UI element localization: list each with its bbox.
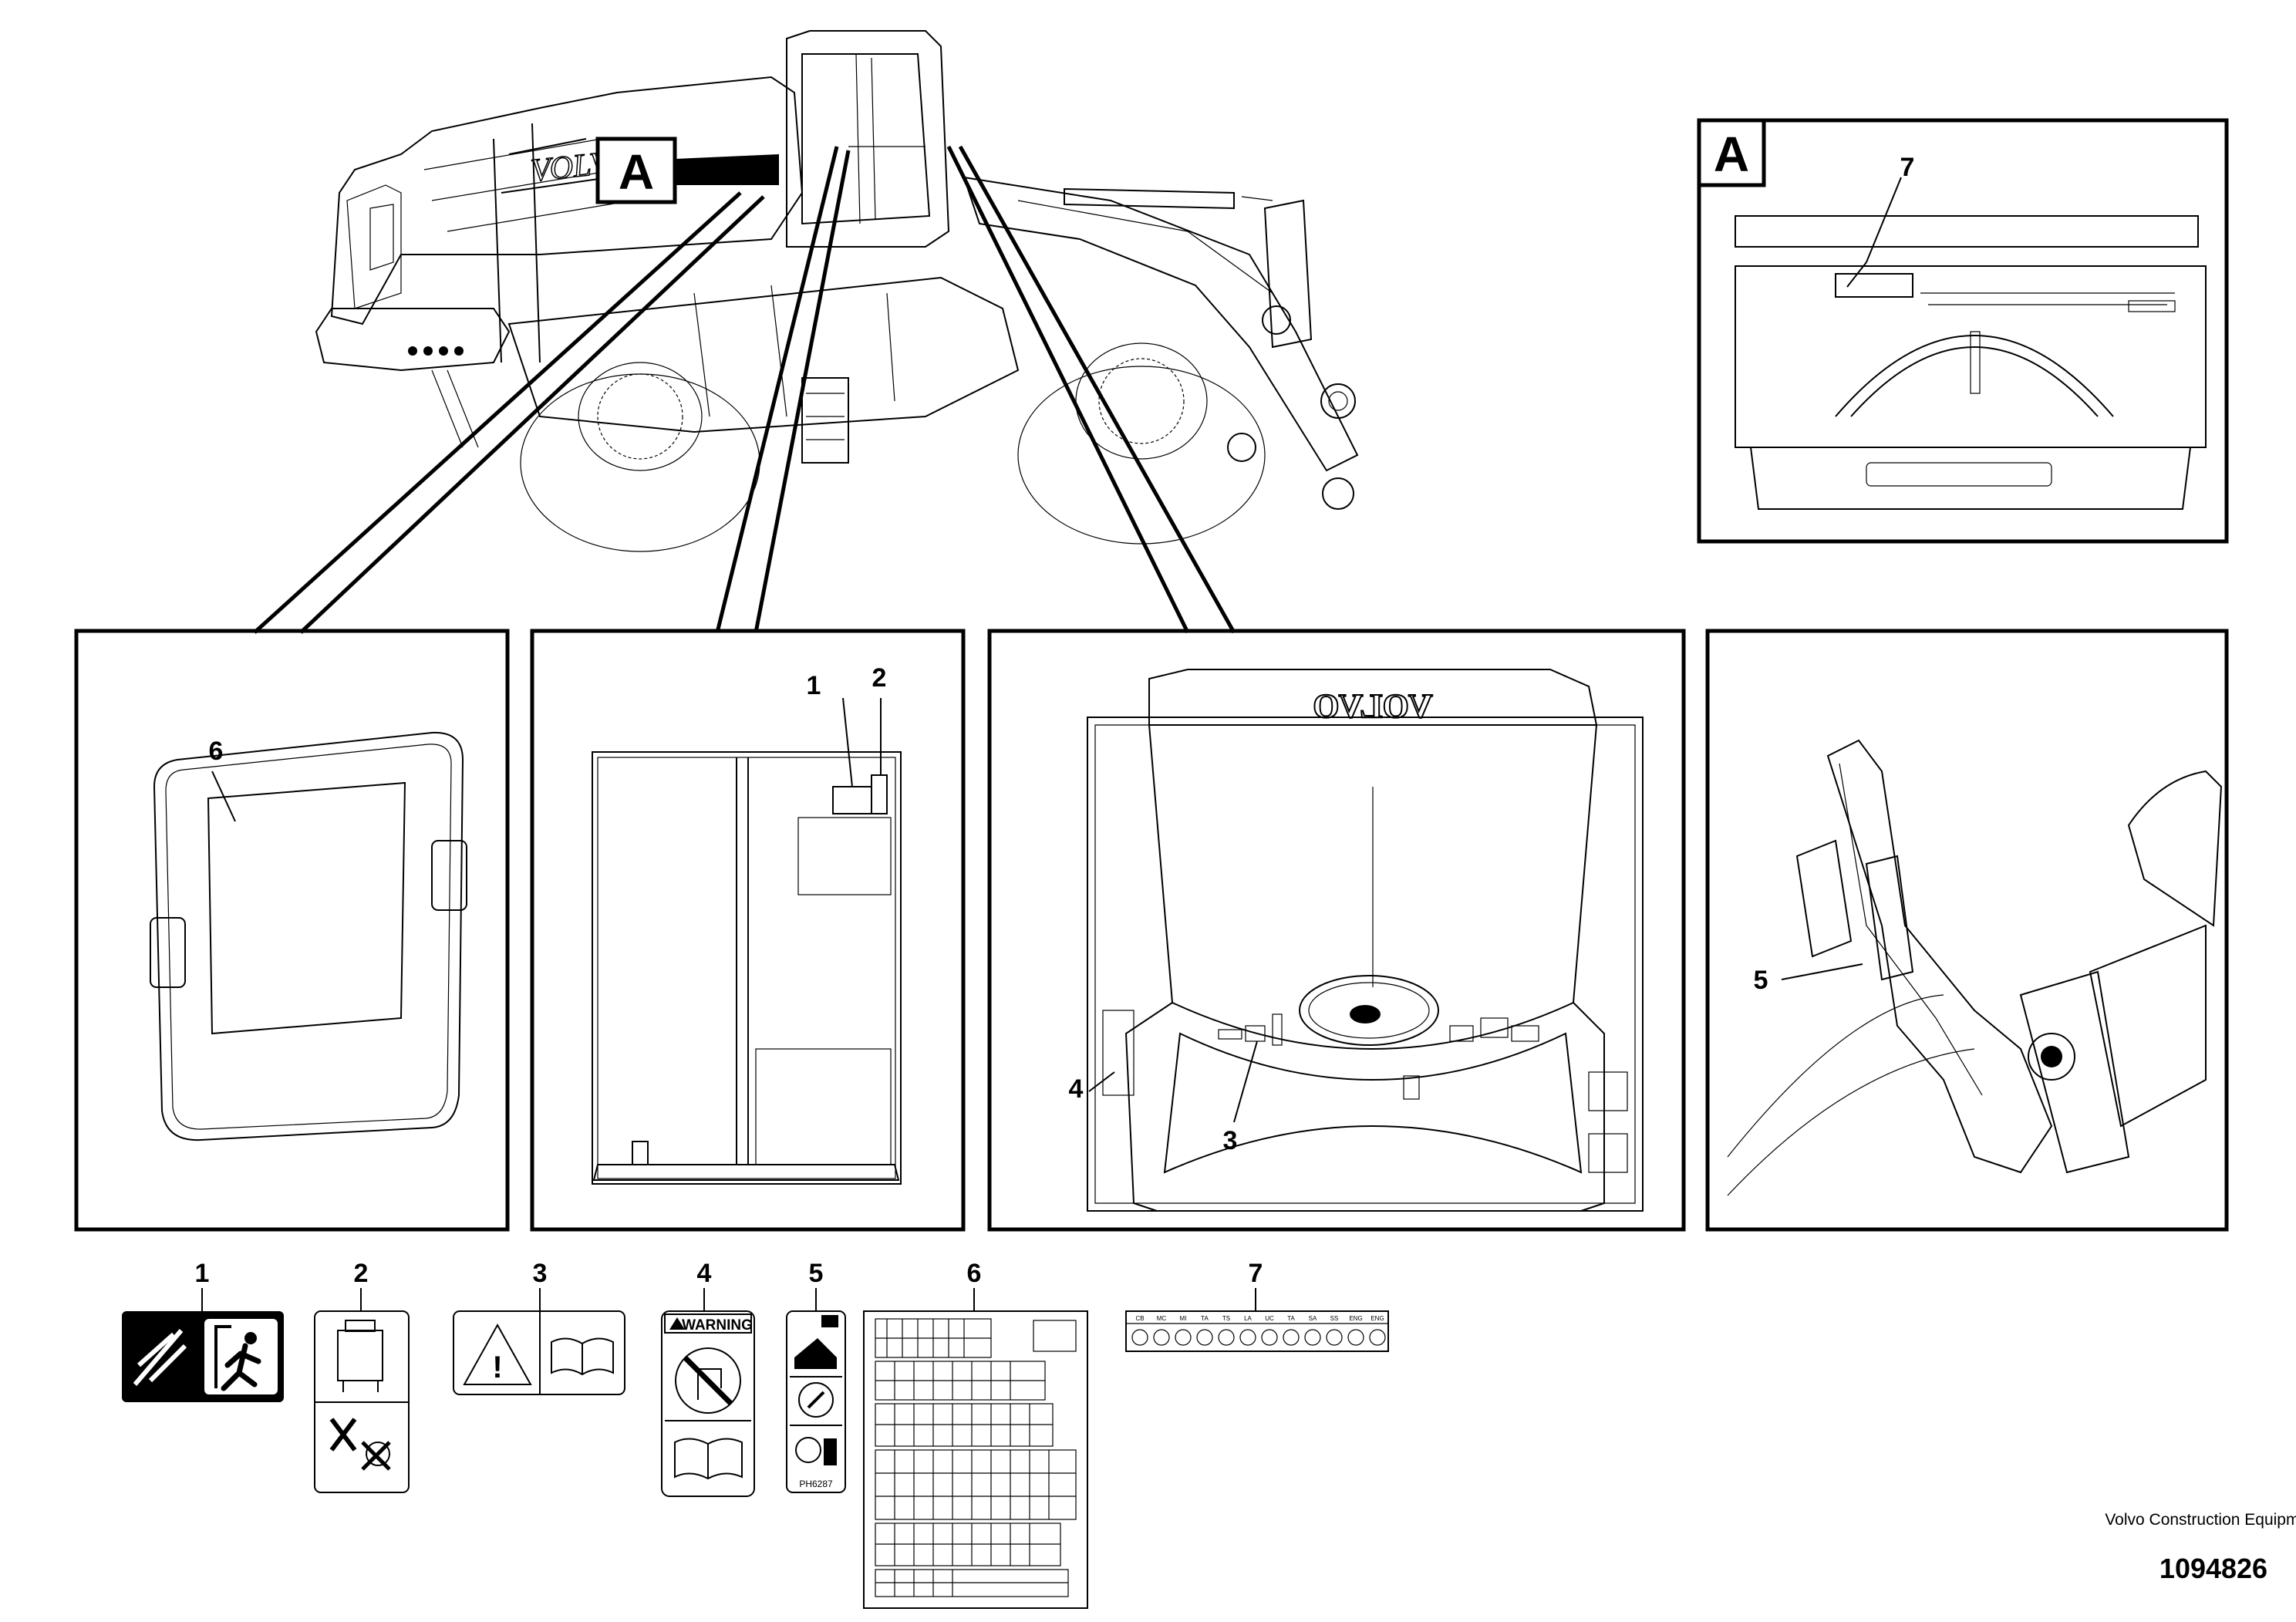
detail-a-letter: A	[1714, 126, 1749, 182]
decal-1-emergency-exit	[122, 1311, 284, 1402]
decal-list: 1 2 3 4 5 6 7	[122, 1259, 1389, 1609]
decal-6-instruction-chart	[863, 1310, 1088, 1609]
svg-text:CB: CB	[1135, 1315, 1144, 1322]
decal-label-3: 3	[533, 1259, 548, 1288]
panel-cab-interior: 1 2	[530, 629, 966, 1232]
dashboard-brand: VOLVO	[1313, 687, 1433, 725]
view-marker-a: A	[595, 137, 779, 204]
svg-text:ENG: ENG	[1349, 1315, 1362, 1322]
detail-leader-lines	[253, 145, 1236, 634]
decal-3-warning-manual: !	[453, 1310, 625, 1395]
document-number: 1094826	[2159, 1553, 2268, 1584]
callout-2-panel: 2	[872, 663, 887, 693]
view-marker-a-letter: A	[619, 144, 654, 200]
decal-label-5: 5	[809, 1259, 824, 1288]
decal-7-headers: CB MC MI TA TS LA UC TA SA SS ENG ENG	[1135, 1315, 1384, 1322]
callout-4-dashboard: 4	[1069, 1074, 1084, 1104]
callout-7-detail: 7	[1900, 153, 1915, 182]
panel-control-pedal: 5	[1705, 629, 2229, 1232]
decal-label-1: 1	[195, 1259, 210, 1288]
decal-7-lever-strip: CB MC MI TA TS LA UC TA SA SS ENG ENG	[1125, 1310, 1389, 1352]
detail-view-a: A 7	[1697, 118, 2229, 544]
company-name: Volvo Construction Equipment	[2105, 1511, 2296, 1529]
callout-6-door: 6	[209, 737, 224, 766]
svg-text:TS: TS	[1222, 1315, 1230, 1322]
decal-5-code: PH6287	[799, 1479, 833, 1489]
decal-4-warning-text: WARNING	[682, 1317, 753, 1334]
svg-text:MI: MI	[1180, 1315, 1187, 1322]
decal-label-2: 2	[354, 1259, 369, 1288]
callout-3-dashboard: 3	[1223, 1126, 1238, 1155]
callout-5-pedal: 5	[1754, 966, 1768, 995]
decal-4-warning: WARNING	[661, 1310, 755, 1497]
svg-text:LA: LA	[1244, 1315, 1252, 1322]
svg-text:SA: SA	[1309, 1315, 1317, 1322]
decal-5-control-safety: PH6287	[786, 1310, 846, 1493]
svg-text:SS: SS	[1330, 1315, 1339, 1322]
svg-text:TA: TA	[1201, 1315, 1209, 1322]
svg-text:MC: MC	[1157, 1315, 1167, 1322]
svg-text:ENG: ENG	[1371, 1315, 1384, 1322]
panel-door: 6	[74, 629, 510, 1232]
decal-label-7: 7	[1249, 1259, 1263, 1288]
decal-label-6: 6	[967, 1259, 982, 1288]
decal-label-4: 4	[697, 1259, 712, 1288]
svg-text:TA: TA	[1287, 1315, 1295, 1322]
callout-1-panel: 1	[807, 671, 821, 700]
decal-2-maintenance	[314, 1310, 410, 1493]
panel-dashboard: VOLVO 4 3	[987, 629, 1686, 1232]
svg-text:UC: UC	[1265, 1315, 1274, 1322]
svg-text:!: !	[492, 1351, 502, 1384]
